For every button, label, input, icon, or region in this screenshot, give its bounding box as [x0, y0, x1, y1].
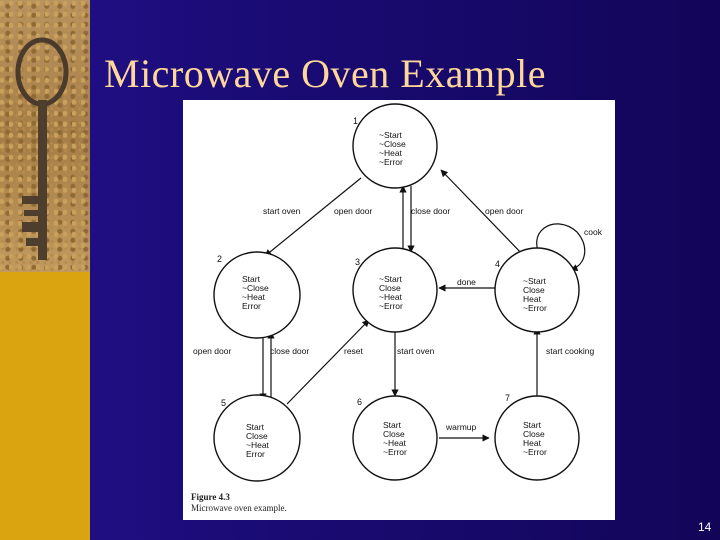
antique-key-image	[0, 0, 90, 272]
edge-label-start-cooking: start cooking	[546, 346, 594, 356]
state-flag: Error	[246, 449, 265, 459]
state-flag: Close	[379, 283, 401, 293]
state-flag: ~Error	[523, 303, 547, 313]
state-flag: ~Error	[379, 157, 403, 167]
edge-label-start-oven: start oven	[263, 206, 301, 216]
edge-label-open-door: open door	[193, 346, 231, 356]
state-2-circle	[213, 251, 301, 339]
slide-number: 14	[698, 520, 712, 534]
state-flag: ~Start	[523, 276, 547, 286]
state-flag: Error	[242, 301, 261, 311]
state-diagram: 1 2 3 4 5 6 7 ~Start ~Close ~Heat ~Error…	[193, 103, 603, 482]
state-5-flags: Start Close ~Heat Error	[246, 422, 270, 459]
state-flag: Close	[523, 429, 545, 439]
edge-label-open-door: open door	[485, 206, 523, 216]
state-flag: ~Heat	[379, 292, 403, 302]
edge-label-reset: reset	[344, 346, 364, 356]
figure-caption-text: Microwave oven example.	[191, 503, 287, 513]
figure-caption-label: Figure 4.3	[191, 492, 230, 502]
edge-reset-5-3	[286, 319, 370, 405]
edge-label-cook: cook	[584, 227, 603, 237]
state-flag: ~Error	[379, 301, 403, 311]
state-4-circle	[494, 247, 580, 333]
state-7-number: 7	[505, 393, 510, 403]
edge-open-door-4-1	[440, 169, 527, 259]
state-flag: Start	[523, 420, 542, 430]
state-2-number: 2	[217, 254, 222, 264]
edge-label-start-oven: start oven	[397, 346, 435, 356]
state-flag: Heat	[523, 294, 542, 304]
state-flag: ~Heat	[246, 440, 270, 450]
state-flag: ~Heat	[242, 292, 266, 302]
state-flag: ~Heat	[383, 438, 407, 448]
state-flag: Start	[383, 420, 402, 430]
state-3-circle	[352, 247, 438, 333]
figure-caption: Figure 4.3 Microwave oven example.	[191, 492, 287, 514]
state-diagram-figure: 1 2 3 4 5 6 7 ~Start ~Close ~Heat ~Error…	[183, 100, 615, 520]
edge-label-done: done	[457, 277, 476, 287]
state-flag: ~Start	[379, 130, 403, 140]
edge-label-close-door: close door	[270, 346, 309, 356]
state-flag: ~Error	[383, 447, 407, 457]
state-6-flags: Start Close ~Heat ~Error	[383, 420, 407, 457]
state-7-circle	[494, 395, 580, 481]
state-flag: ~Close	[379, 139, 406, 149]
state-4-number: 4	[495, 259, 500, 269]
state-2-flags: Start ~Close ~Heat Error	[242, 274, 269, 311]
state-6-number: 6	[357, 397, 362, 407]
edge-label-close-door: close door	[411, 206, 450, 216]
state-flag: Heat	[523, 438, 542, 448]
state-6-circle	[352, 395, 438, 481]
state-flag: ~Close	[242, 283, 269, 293]
state-flag: Close	[383, 429, 405, 439]
state-flag: Close	[523, 285, 545, 295]
state-flag: Start	[242, 274, 261, 284]
edge-cook-loop	[536, 223, 586, 272]
edge-label-warmup: warmup	[445, 422, 477, 432]
state-1-circle	[352, 103, 438, 189]
edge-start-oven-1-2	[264, 177, 362, 257]
state-5-circle	[213, 394, 301, 482]
edge-label-open-door: open door	[334, 206, 372, 216]
state-3-number: 3	[355, 257, 360, 267]
state-flag: ~Heat	[379, 148, 403, 158]
state-1-number: 1	[353, 116, 358, 126]
state-7-flags: Start Close Heat ~Error	[523, 420, 547, 457]
state-1-flags: ~Start ~Close ~Heat ~Error	[379, 130, 406, 167]
state-3-flags: ~Start Close ~Heat ~Error	[379, 274, 403, 311]
slide-title: Microwave Oven Example	[104, 51, 546, 96]
state-flag: ~Start	[379, 274, 403, 284]
key-icon	[15, 37, 69, 260]
state-5-number: 5	[221, 398, 226, 408]
state-flag: Start	[246, 422, 265, 432]
state-flag: ~Error	[523, 447, 547, 457]
state-flag: Close	[246, 431, 268, 441]
state-4-flags: ~Start Close Heat ~Error	[523, 276, 547, 313]
